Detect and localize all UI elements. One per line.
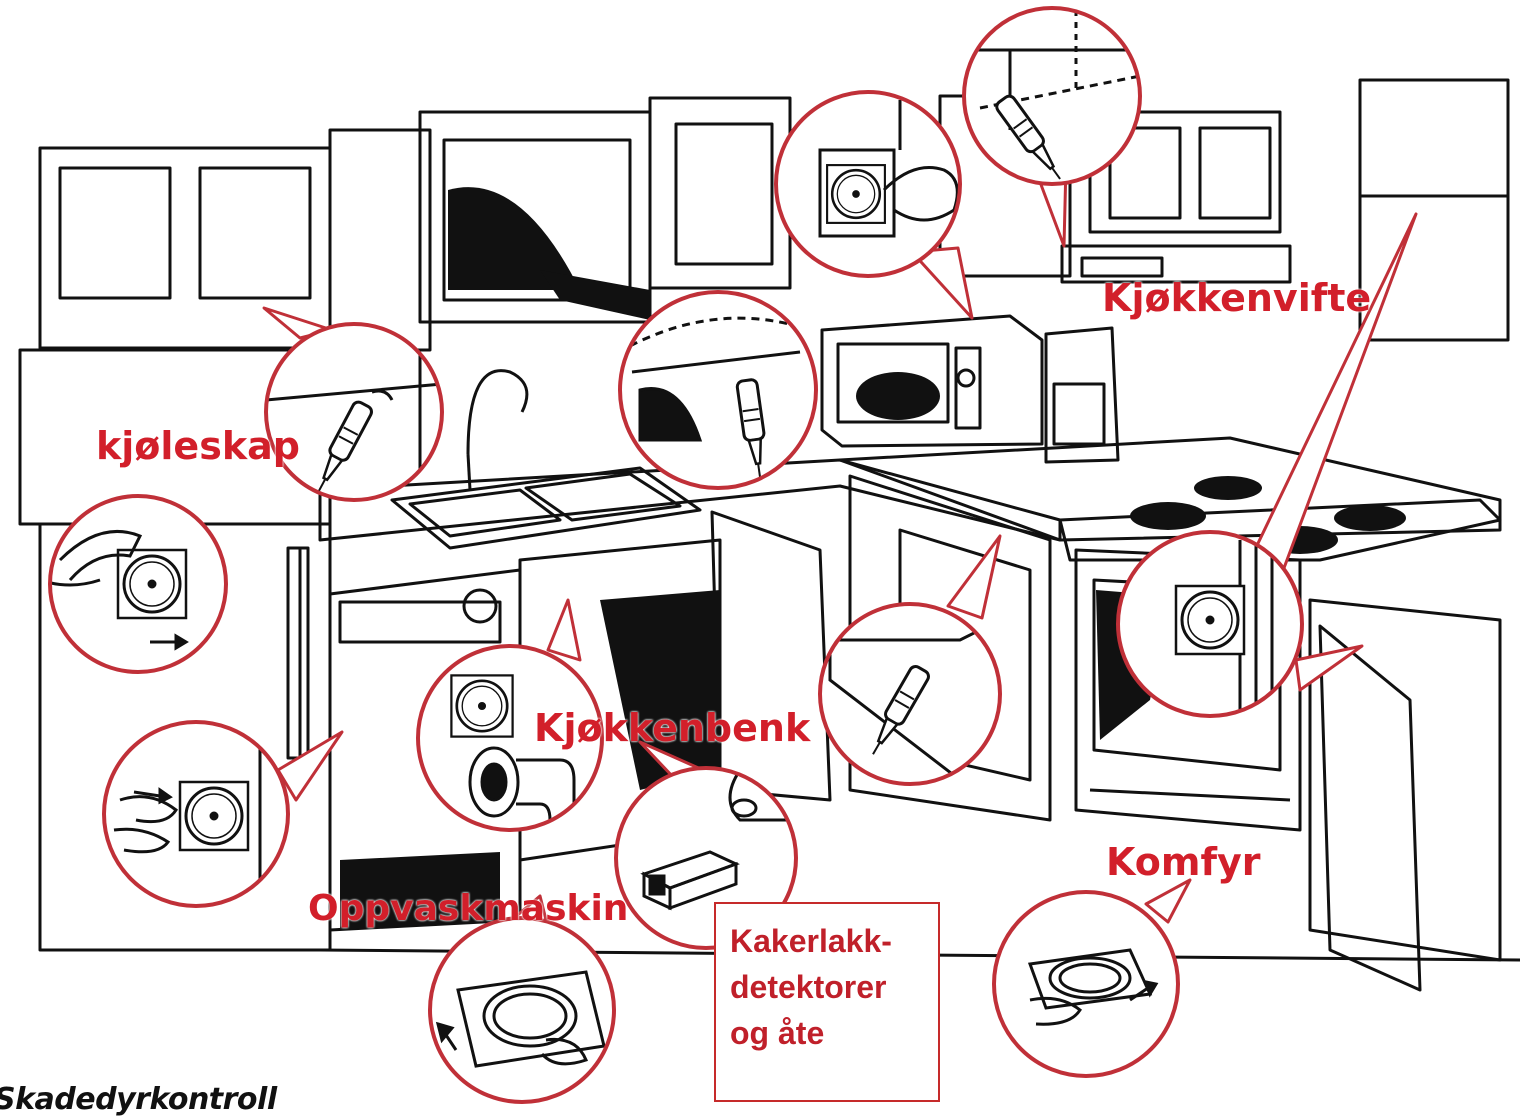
stove-label: Komfyr: [1106, 840, 1261, 884]
dishwasher-label: Oppvaskmaskin: [308, 888, 628, 929]
detector-note-line-1: Kakerlakk-: [730, 918, 924, 964]
detector-note-line-3: og åte: [730, 1010, 924, 1056]
range-hood-label: Kjøkkenvifte: [1102, 276, 1371, 320]
detector-note-box: Kakerlakk- detektorer og åte: [714, 902, 940, 1102]
page-caption: Skadedyrkontroll: [0, 1082, 277, 1117]
kitchen-counter-label: Kjøkkenbenk: [534, 706, 810, 750]
refrigerator-label: kjøleskap: [96, 424, 300, 468]
detector-note-line-2: detektorer: [730, 964, 924, 1010]
